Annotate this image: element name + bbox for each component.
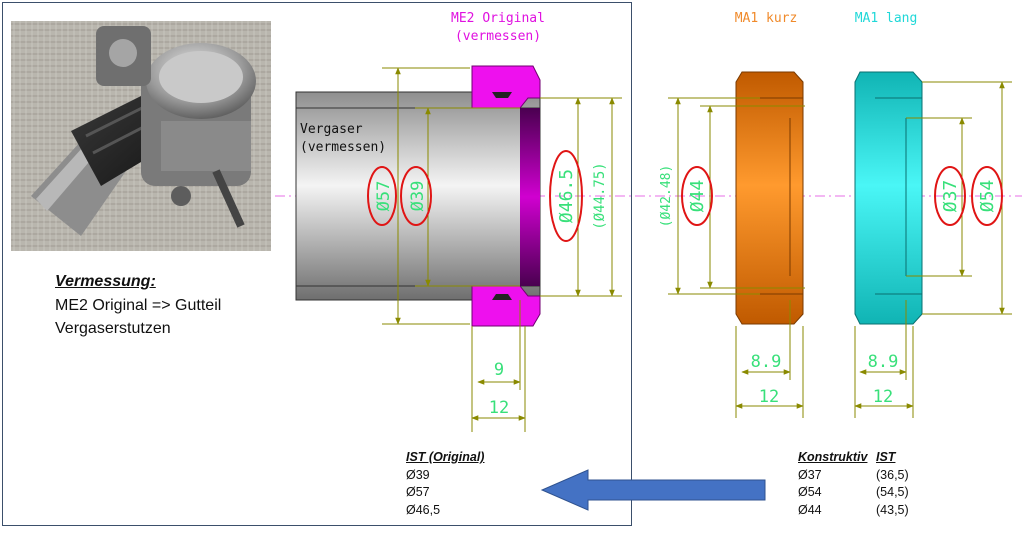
table-row: Ø44 (43,5): [798, 502, 909, 520]
measurement-heading: Vermessung:: [55, 273, 156, 290]
circle-d57: [367, 166, 397, 226]
measurement-notes: Vermessung: ME2 Original => Gutteil Verg…: [55, 270, 221, 340]
table-ist-row: Ø57: [406, 485, 430, 499]
circle-lang-d37: [934, 166, 966, 226]
circle-d39: [400, 166, 432, 226]
table-ist-original: IST (Original) Ø39 Ø57 Ø46,5: [406, 449, 484, 519]
me2-dim-d57: Ø57: [374, 181, 394, 212]
table-konstruktiv-ist-header: IST: [876, 450, 896, 464]
kurz-dim-w8-9: 8.9: [751, 352, 782, 372]
vergaser-label-2: (vermessen): [300, 140, 386, 155]
ma1-lang-body: [854, 71, 923, 325]
circle-kurz-d44: [681, 166, 713, 226]
table-cell: (54,5): [876, 485, 909, 499]
table-cell: (36,5): [876, 467, 909, 482]
me2-dim-d39: Ø39: [408, 181, 428, 212]
table-konstruktiv-header: Konstruktiv: [798, 450, 868, 464]
measurement-line-2: Vergaserstutzen: [55, 320, 171, 337]
me2-title-1: ME2 Original: [451, 11, 545, 26]
table-ist-header: IST (Original): [406, 450, 485, 464]
me2-dim-d46-5: Ø46.5: [556, 169, 577, 223]
me2-flange-bottom: [471, 285, 541, 327]
ma1-kurz-drawing: MA1 kurz: [735, 11, 804, 325]
kurz-dim-d44: Ø44: [687, 180, 708, 213]
circle-lang-d54: [971, 166, 1003, 226]
table-konstruktiv: Konstruktiv IST Ø37 (36,5) Ø54 (54,5) Ø4…: [798, 449, 909, 519]
me2-title-2: (vermessen): [455, 29, 541, 44]
ma1-kurz-body: [735, 71, 804, 325]
lang-dim-w8-9: 8.9: [868, 352, 899, 372]
table-cell: Ø37: [798, 467, 822, 482]
table-ist-row: Ø46,5: [406, 502, 441, 517]
table-cell: Ø54: [798, 485, 822, 499]
table-row: Ø37 (36,5): [798, 467, 909, 485]
me2-dim-d44-75: (Ø44.75): [592, 162, 608, 229]
me2-dim-w9: 9: [494, 360, 504, 380]
left-panel-frame: [2, 2, 632, 526]
carburetor-body: [295, 91, 541, 301]
table-cell: (43,5): [876, 502, 909, 517]
me2-inner-wall: [520, 108, 540, 286]
circle-d46-5: [549, 150, 583, 242]
lang-dim-d54: Ø54: [977, 180, 998, 213]
carburetor-photo: [11, 21, 271, 251]
table-row: Ø54 (54,5): [798, 484, 909, 502]
lang-dim-w12: 12: [873, 387, 893, 407]
lang-dim-d37: Ø37: [940, 180, 961, 213]
ma1-lang-drawing: MA1 lang: [854, 11, 923, 325]
carburetor-photo-icon: [11, 21, 271, 251]
kurz-dim-d42-48: (Ø42.48): [659, 165, 674, 228]
measurement-line-1: ME2 Original => Gutteil: [55, 297, 222, 314]
kurz-dim-w12: 12: [759, 387, 779, 407]
ma1-kurz-title: MA1 kurz: [735, 11, 798, 26]
me2-dim-w12: 12: [489, 398, 509, 418]
vergaser-label-1: Vergaser: [300, 122, 363, 137]
me2-original-drawing: ME2 Original (vermessen) Vergaser (verme…: [295, 11, 545, 327]
table-cell: Ø44: [798, 502, 822, 517]
table-ist-row: Ø39: [406, 467, 430, 482]
ma1-lang-title: MA1 lang: [855, 11, 918, 26]
left-arrow-icon: [540, 469, 766, 511]
